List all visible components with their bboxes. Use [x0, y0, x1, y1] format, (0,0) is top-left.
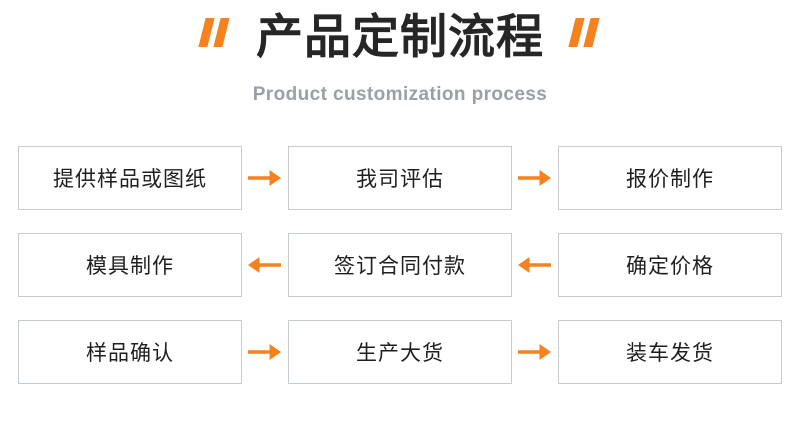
arrow-left-icon — [518, 257, 551, 273]
flow-node-4[interactable]: 确定价格 — [558, 233, 782, 297]
quote-mark-right-icon — [568, 18, 602, 52]
flow-node-5[interactable]: 签订合同付款 — [288, 233, 512, 297]
flow-connector-3 — [512, 233, 558, 297]
flow-row-3: 样品确认 生产大货 装车发货 — [18, 320, 782, 384]
page-header: 产品定制流程 Product customization process — [0, 0, 800, 130]
flow-row-1: 提供样品或图纸 我司评估 报价制作 — [18, 146, 782, 210]
page-title: 产品定制流程 — [256, 10, 544, 65]
arrow-right-icon — [518, 344, 551, 360]
flow-node-2[interactable]: 我司评估 — [288, 146, 512, 210]
flow-row-2: 模具制作 签订合同付款 确定价格 — [18, 233, 782, 297]
flow-node-1[interactable]: 提供样品或图纸 — [18, 146, 242, 210]
quote-mark-left-icon — [198, 18, 232, 52]
flow-connector-5 — [242, 320, 288, 384]
flow-connector-4 — [242, 233, 288, 297]
arrow-right-icon — [248, 344, 281, 360]
flow-node-3[interactable]: 报价制作 — [558, 146, 782, 210]
arrow-right-icon — [518, 170, 551, 186]
flow-connector-2 — [512, 146, 558, 210]
flow-connector-6 — [512, 320, 558, 384]
process-flow-diagram: 提供样品或图纸 我司评估 报价制作 模具制作 签订合同付款 — [18, 146, 782, 384]
arrow-right-icon — [248, 170, 281, 186]
title-row: 产品定制流程 — [0, 14, 800, 61]
flow-node-6[interactable]: 模具制作 — [18, 233, 242, 297]
flow-node-8[interactable]: 生产大货 — [288, 320, 512, 384]
page-subtitle: Product customization process — [252, 84, 548, 105]
flow-node-7[interactable]: 样品确认 — [18, 320, 242, 384]
flow-connector-1 — [242, 146, 288, 210]
arrow-left-icon — [248, 257, 281, 273]
flow-node-9[interactable]: 装车发货 — [558, 320, 782, 384]
